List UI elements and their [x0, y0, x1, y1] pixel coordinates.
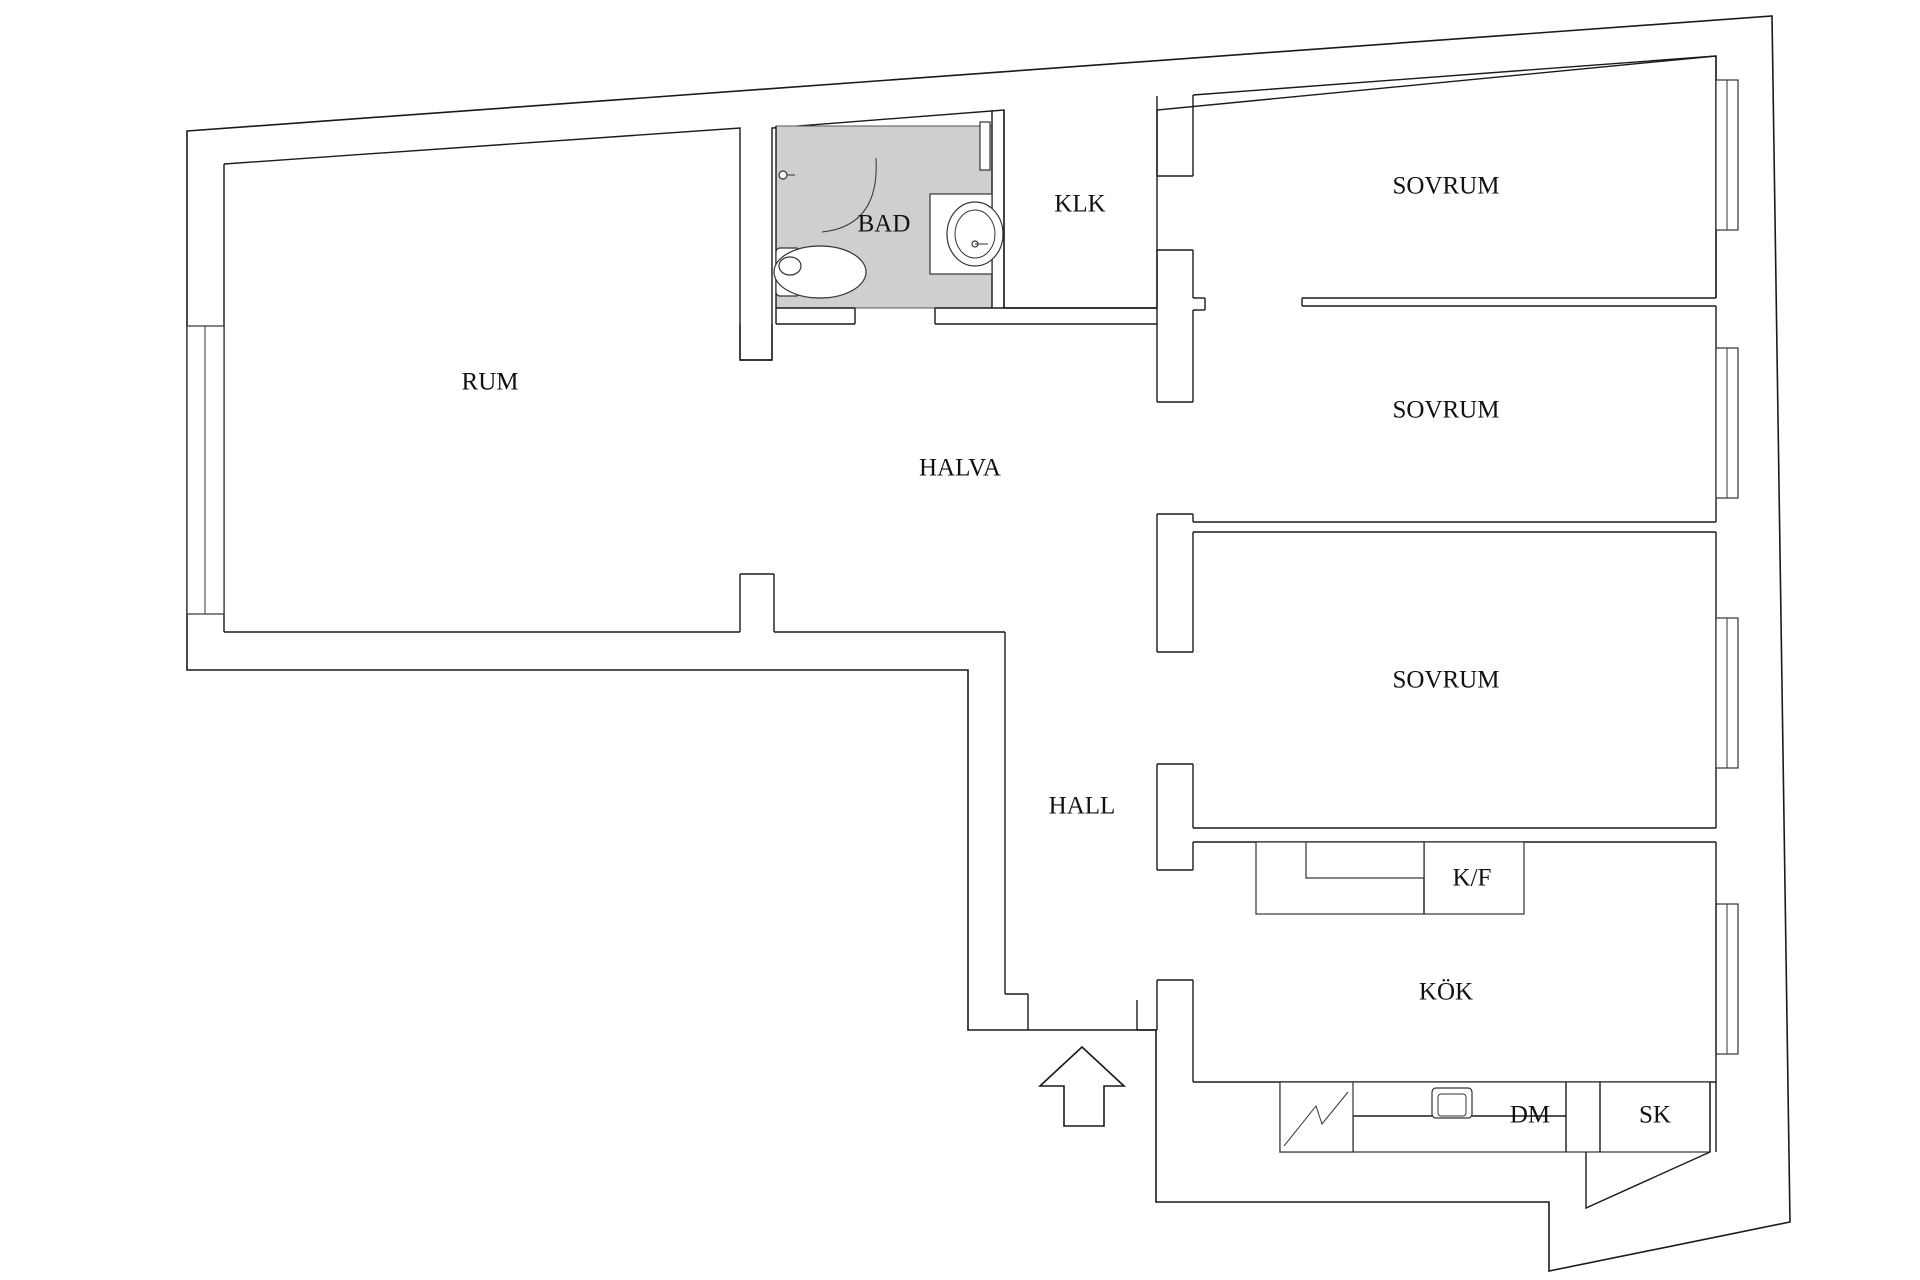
room-label-klk: KLK [1054, 191, 1105, 218]
room-label-sovrum-1: SOVRUM [1393, 173, 1500, 200]
room-label-sk: SK [1639, 1102, 1671, 1129]
entrance-arrow-icon [1037, 1045, 1127, 1127]
room-label-rum: RUM [462, 369, 519, 396]
room-label-bad: BAD [858, 211, 911, 238]
room-label-kf: K/F [1453, 865, 1492, 892]
room-label-sovrum-2: SOVRUM [1393, 397, 1500, 424]
room-label-dm: DM [1510, 1102, 1550, 1129]
toilet-icon [773, 245, 867, 299]
windows-right [1715, 79, 1739, 1055]
room-label-hall: HALL [1049, 793, 1116, 820]
fridge-freezer-unit [1255, 841, 1525, 915]
room-label-halva: HALVA [919, 455, 1001, 482]
room-label-kok: KÖK [1419, 979, 1473, 1006]
stove-icon [1279, 1081, 1354, 1153]
outer-wall [186, 15, 1791, 1272]
shower-icon [778, 121, 991, 233]
sink-icon [929, 193, 1004, 275]
closet-diagonal [1585, 1151, 1711, 1210]
room-label-sovrum-3: SOVRUM [1393, 667, 1500, 694]
kitchen-sink-icon [1431, 1087, 1473, 1119]
